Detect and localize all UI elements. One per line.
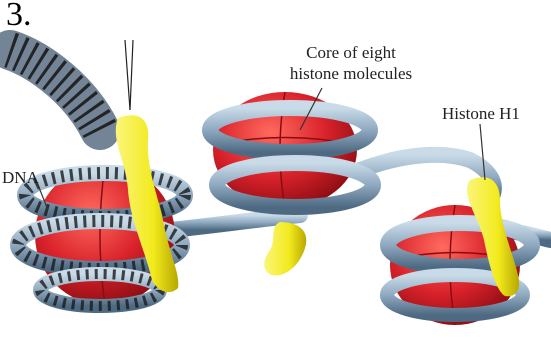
label-dna: DNA xyxy=(2,168,39,188)
label-core-line2: histone molecules xyxy=(276,63,426,84)
label-core-histones: Core of eight histone molecules xyxy=(276,42,426,84)
figure-number: 3. xyxy=(6,0,32,34)
pointer-line xyxy=(125,40,130,110)
coiled-chromatin-fiber xyxy=(10,50,100,130)
nucleosome-center xyxy=(210,92,373,208)
label-core-line1: Core of eight xyxy=(276,42,426,63)
histone-h1-center xyxy=(264,222,306,275)
label-histone-h1: Histone H1 xyxy=(442,104,520,124)
